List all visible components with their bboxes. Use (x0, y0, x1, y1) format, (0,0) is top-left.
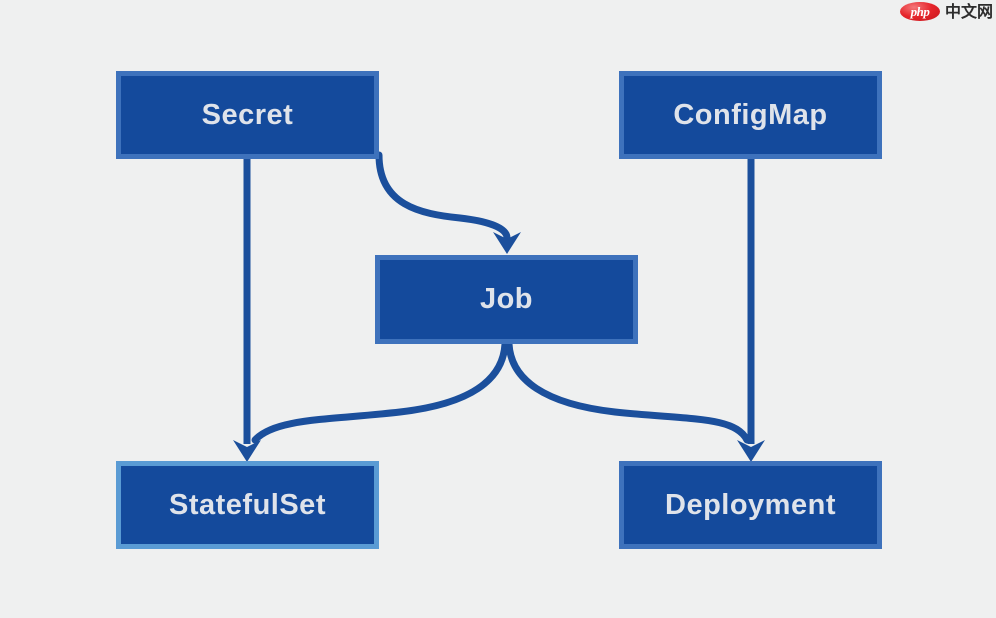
node-secret-label: Secret (201, 98, 294, 131)
edge-job-to-statefulset (251, 340, 509, 444)
node-statefulset-label: StatefulSet (169, 488, 326, 521)
edge-configmap-to-deployment-head (737, 440, 765, 462)
node-job-label: Job (479, 283, 534, 315)
node-configmap[interactable]: ConfigMap (619, 71, 882, 159)
php-logo-icon: php (899, 2, 940, 21)
watermark-site-text: 中文网 (944, 2, 993, 21)
node-configmap-label: ConfigMap (673, 98, 828, 131)
edge-job-to-deployment (505, 340, 751, 444)
node-job[interactable]: Job (375, 255, 638, 344)
watermark: php 中文网 (899, 2, 993, 21)
node-secret[interactable]: Secret (116, 71, 379, 159)
edge-secret-to-statefulset-head (233, 440, 261, 462)
edge-secret-to-job-head (493, 232, 521, 254)
edge-secret-to-job (375, 151, 511, 242)
node-deployment-label: Deployment (665, 488, 836, 521)
node-deployment[interactable]: Deployment (619, 461, 882, 549)
node-statefulset[interactable]: StatefulSet (116, 461, 379, 549)
